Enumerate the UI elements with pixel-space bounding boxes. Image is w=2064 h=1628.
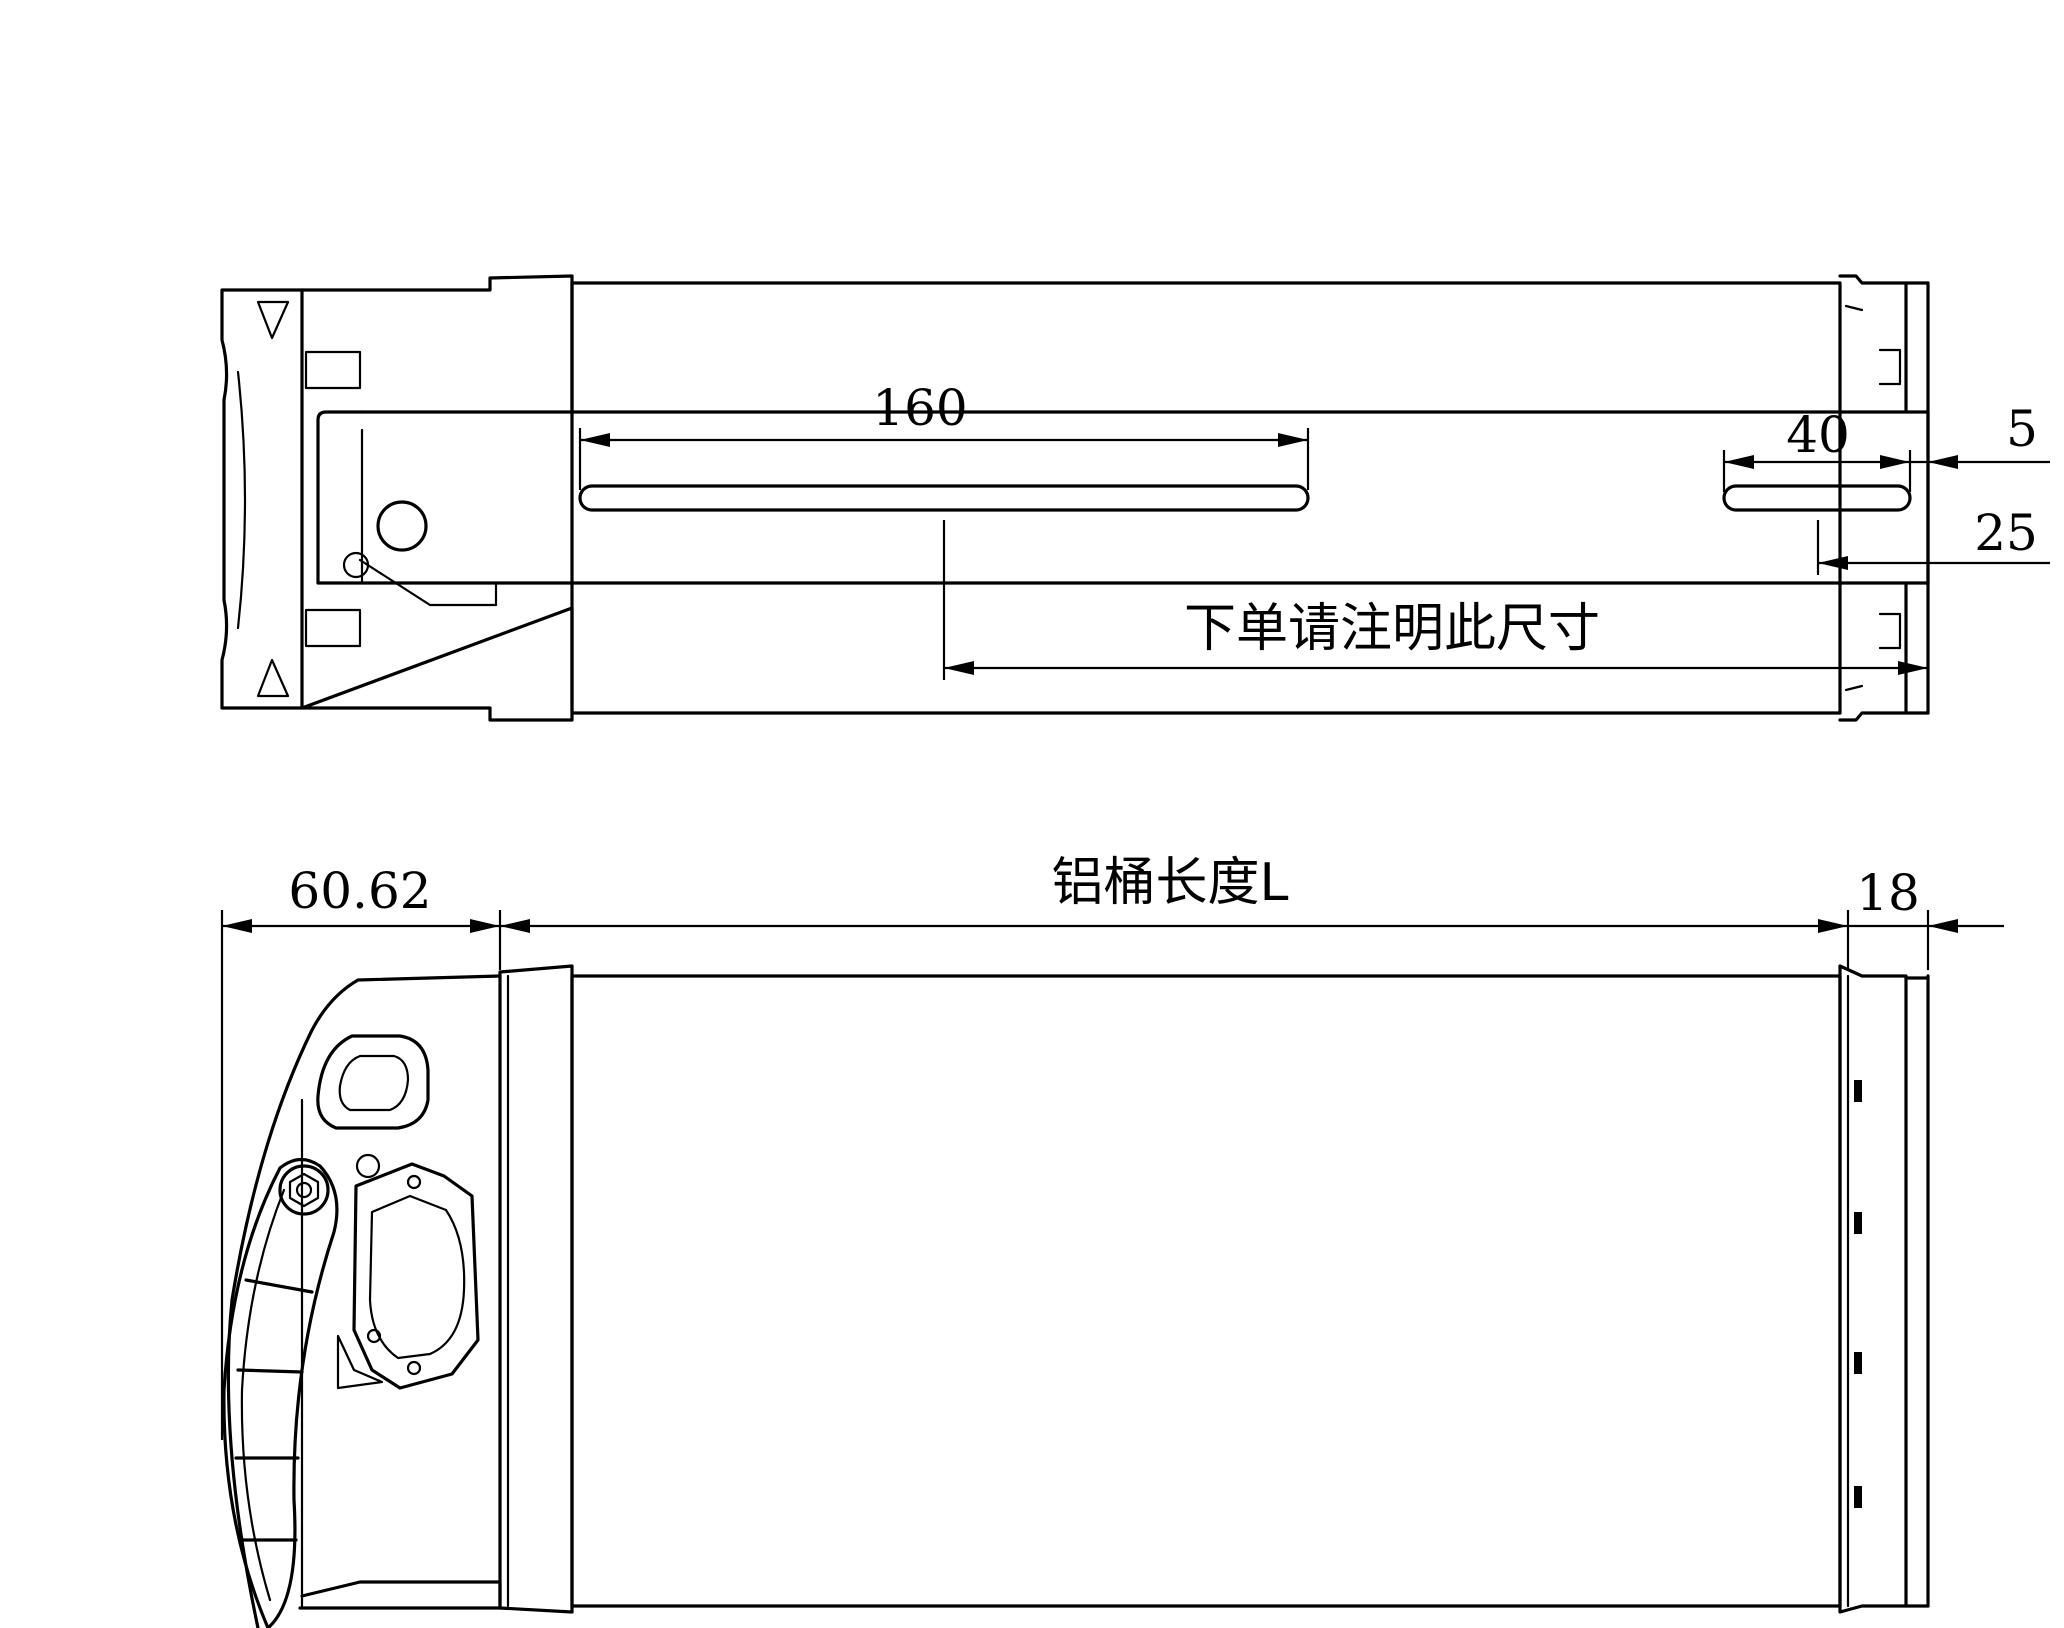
dim-order-label: 下单请注明此尺寸 <box>1184 599 1600 659</box>
top-grip-notch-top <box>256 300 290 340</box>
side-connector-screw-top <box>406 1174 422 1190</box>
side-connector-screw-left <box>366 1328 382 1344</box>
side-key-lock-outer <box>278 1164 330 1216</box>
top-view: 160 40 5 25 下单请注明此尺寸 <box>220 274 2050 722</box>
dim-6062-arrow-right <box>470 919 500 933</box>
top-rail-end <box>316 410 364 585</box>
side-handle-rib-1 <box>244 1278 314 1294</box>
top-tube-body <box>570 281 1842 715</box>
side-handle-rib-2 <box>236 1368 304 1374</box>
side-upper-window <box>316 1034 430 1130</box>
side-connector-body <box>368 1194 466 1360</box>
dim-order-arrow-right <box>1898 661 1928 675</box>
side-tube-body <box>570 974 1842 1608</box>
side-upper-window-inner <box>338 1054 410 1112</box>
top-right-clip-upper <box>1844 304 1902 386</box>
dim-L-label: 铝桶长度L <box>1052 853 1289 913</box>
top-rail-hook <box>358 558 498 607</box>
top-right-clip-lower <box>1844 612 1902 692</box>
side-key-lock-nut <box>288 1172 320 1208</box>
side-right-cap <box>1838 964 1908 1614</box>
side-vent-slot-3 <box>1854 1352 1862 1374</box>
side-end-cap-bottom <box>298 1580 502 1610</box>
dim-40-arrow-left <box>1724 455 1754 469</box>
dim-L-arrow-left <box>500 919 530 933</box>
dim-160-label: 160 <box>872 379 967 437</box>
dim-40-arrow-right <box>1880 455 1910 469</box>
top-grip-notch-bottom <box>256 658 290 698</box>
top-end-cap <box>300 274 574 722</box>
dim-25-label: 25 <box>1974 504 2038 562</box>
side-vent-slot-2 <box>1854 1212 1862 1234</box>
dim-25-arrow <box>1818 556 1848 570</box>
side-view: 60.62 铝桶长度L 18 <box>220 853 2004 1628</box>
dim-L-arrow-right <box>1818 919 1848 933</box>
dim-160-arrow-left <box>580 433 610 447</box>
side-connector-screw-bottom <box>406 1360 422 1376</box>
top-latch-tab-upper <box>304 350 362 390</box>
top-slot-short <box>1722 484 1912 512</box>
dim-160-arrow-right <box>1278 433 1308 447</box>
top-lock-hole <box>376 500 428 552</box>
top-latch-tab-lower <box>304 608 362 648</box>
dim-5-arrow <box>1928 455 1958 469</box>
dim-5-label: 5 <box>2006 400 2038 458</box>
top-grip-plate <box>220 288 304 710</box>
dim-18-label: 18 <box>1856 864 1920 922</box>
side-key-lock-core <box>295 1181 313 1199</box>
side-connector-plate <box>352 1162 480 1390</box>
dim-order-arrow-left <box>944 661 974 675</box>
side-vent-slot-1 <box>1854 1080 1862 1102</box>
top-right-end-cap <box>1838 274 1908 722</box>
dim-18-arrow <box>1928 919 1958 933</box>
side-handle <box>222 1157 339 1628</box>
dim-6062-label: 60.62 <box>288 862 431 920</box>
side-vent-slot-4 <box>1854 1486 1862 1508</box>
side-small-hole <box>355 1153 381 1179</box>
dim-40-label: 40 <box>1786 406 1850 464</box>
side-connector-bracket <box>336 1334 384 1390</box>
top-grip-groove <box>236 370 247 630</box>
side-handle-inner <box>240 1188 286 1602</box>
dim-6062-arrow-left <box>222 919 252 933</box>
side-end-cap <box>226 974 502 1628</box>
top-slot-long <box>578 484 1310 512</box>
top-rail-pivot <box>342 551 370 579</box>
side-collar <box>498 964 574 1614</box>
